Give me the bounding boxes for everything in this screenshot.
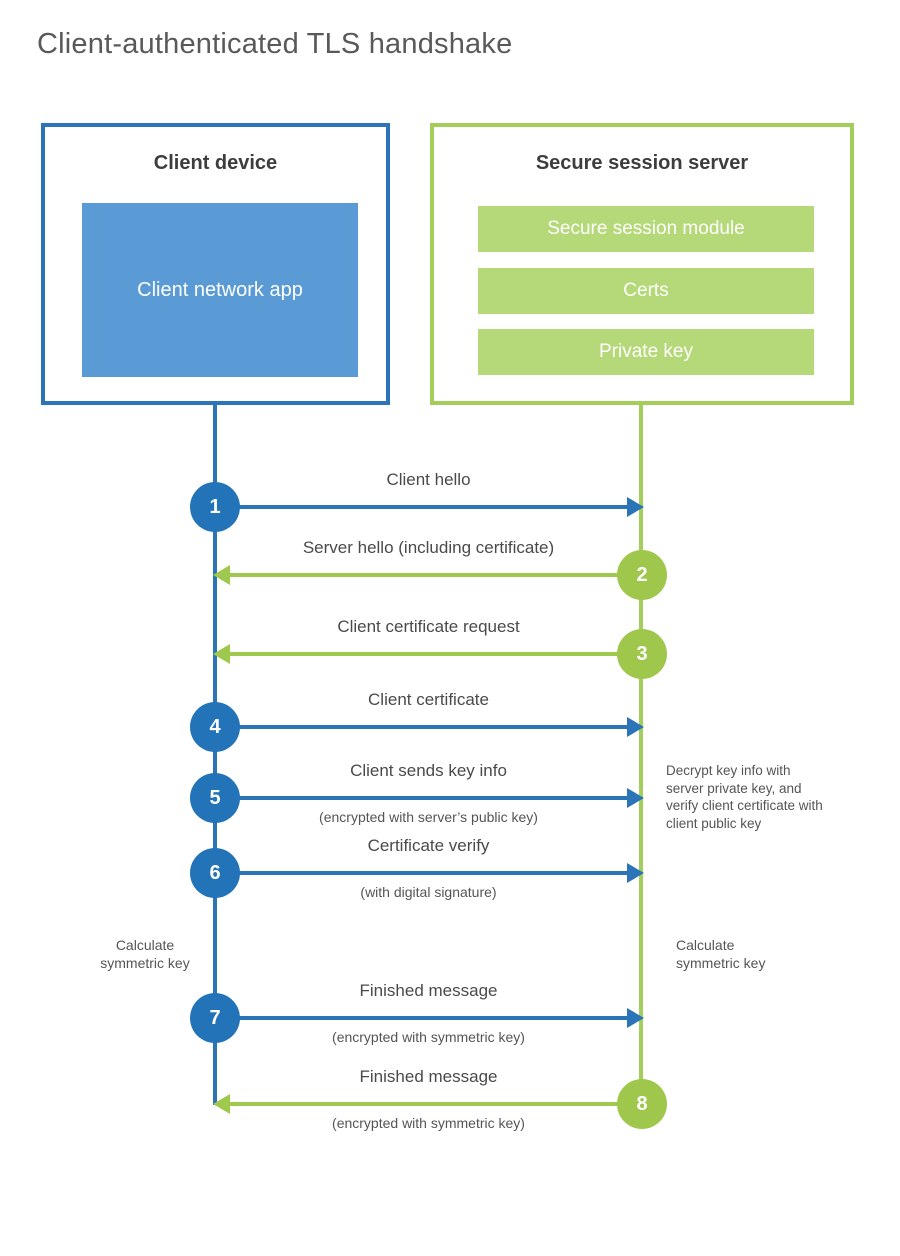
message-label: Server hello (including certificate) (302, 538, 555, 557)
message-sublabel: (with digital signature) (360, 884, 497, 900)
message-label: Finished message (359, 981, 498, 1000)
message-row-4: Client certificate 4 (190, 682, 644, 762)
arrow-line (225, 505, 632, 509)
client-device-title: Client device (153, 152, 278, 174)
arrow-right-icon (627, 1008, 644, 1028)
message-row-8: Finished message 8 (encrypted with symme… (213, 1059, 667, 1139)
arrow-line (225, 871, 632, 875)
server-component-private-key: Private key (478, 329, 814, 375)
server-component-certs: Certs (478, 268, 814, 314)
arrow-line (225, 1016, 632, 1020)
note-calculate-symmetric-key-client: Calculate symmetric key (100, 937, 190, 971)
message-label: Certificate verify (367, 836, 490, 855)
arrow-left-icon (213, 644, 230, 664)
message-label: Client sends key info (350, 761, 507, 780)
arrow-right-icon (627, 863, 644, 883)
step-badge: 5 (190, 773, 240, 823)
message-row-5: Client sends key info 5 (encrypted with … (190, 753, 644, 833)
client-device-box: Client device Client network app (41, 123, 390, 405)
message-label: Finished message (359, 1067, 498, 1086)
message-row-7: Finished message 7 (encrypted with symme… (190, 973, 644, 1053)
page-title: Client-authenticated TLS handshake (37, 28, 513, 60)
arrow-left-icon (213, 565, 230, 585)
message-row-2: Server hello (including certificate) 2 (213, 530, 667, 610)
client-network-app-box: Client network app (82, 203, 358, 377)
step-badge: 3 (617, 629, 667, 679)
message-row-6: Certificate verify 6 (with digital signa… (190, 828, 644, 908)
arrow-left-icon (213, 1094, 230, 1114)
message-label: Client certificate request (337, 617, 520, 636)
message-sublabel: (encrypted with symmetric key) (332, 1115, 525, 1131)
secure-session-server-title: Secure session server (535, 152, 749, 174)
secure-session-server-box: Secure session server Secure session mod… (430, 123, 854, 405)
message-sublabel: (encrypted with server’s public key) (319, 809, 538, 825)
step-badge: 4 (190, 702, 240, 752)
arrow-line (225, 573, 632, 577)
message-label: Client certificate (368, 690, 489, 709)
client-lifeline (213, 405, 217, 1105)
step-badge: 7 (190, 993, 240, 1043)
arrow-line (225, 1102, 632, 1106)
step-badge: 2 (617, 550, 667, 600)
message-row-1: Client hello 1 (190, 462, 644, 542)
note-decrypt-key-info: Decrypt key info with server private key… (666, 763, 823, 831)
server-component-secure-session-module: Secure session module (478, 206, 814, 252)
message-sublabel: (encrypted with symmetric key) (332, 1029, 525, 1045)
step-badge: 8 (617, 1079, 667, 1129)
arrow-right-icon (627, 497, 644, 517)
arrow-line (225, 796, 632, 800)
arrow-right-icon (627, 788, 644, 808)
step-badge: 6 (190, 848, 240, 898)
message-row-3: Client certificate request 3 (213, 609, 667, 689)
arrow-line (225, 725, 632, 729)
message-label: Client hello (386, 470, 471, 489)
arrow-line (225, 652, 632, 656)
server-lifeline (639, 405, 643, 1107)
step-badge: 1 (190, 482, 240, 532)
note-calculate-symmetric-key-server: Calculate symmetric key (676, 937, 766, 971)
arrow-right-icon (627, 717, 644, 737)
